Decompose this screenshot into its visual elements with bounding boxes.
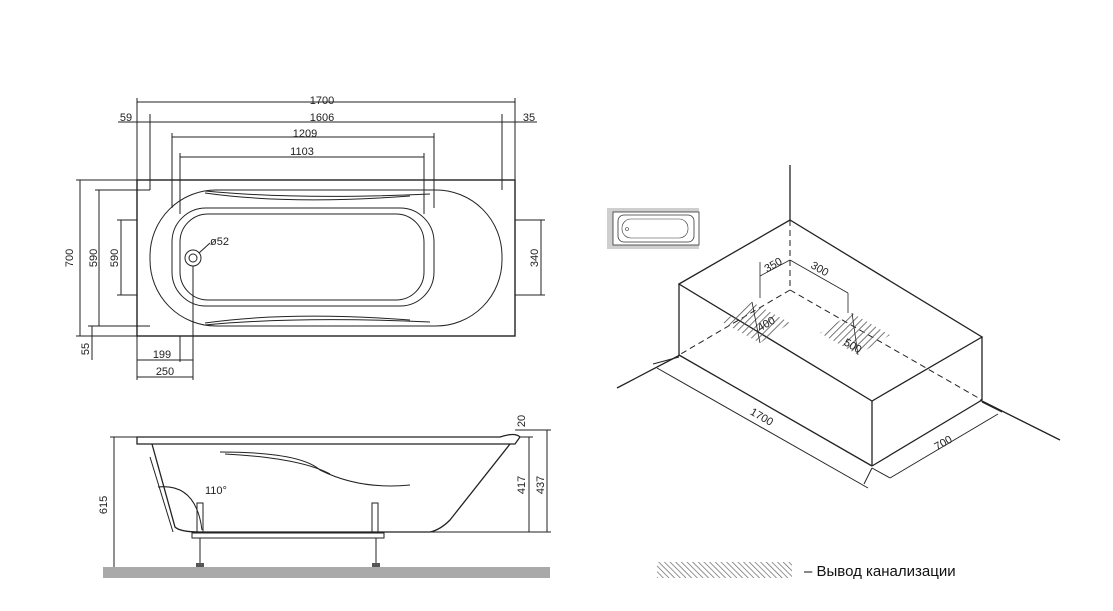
top-view bbox=[76, 98, 545, 380]
tub-side-curve-2 bbox=[224, 453, 331, 475]
leg-back bbox=[371, 502, 379, 533]
leg-front bbox=[196, 502, 204, 533]
dim-bottom-offset: 55 bbox=[80, 343, 92, 355]
legend: – Вывод канализации bbox=[657, 562, 956, 580]
thumbnail-tub bbox=[617, 214, 695, 243]
legend-hatch-swatch bbox=[657, 562, 792, 578]
dim-iso-length: 1700 bbox=[748, 406, 775, 429]
tub-body-side bbox=[151, 443, 511, 533]
box-top bbox=[677, 219, 984, 402]
dim-width-590-outer: 590 bbox=[88, 249, 100, 267]
side-view-labels: 615 20 417 437 110° bbox=[98, 415, 547, 514]
dim-backrest-angle: 110° bbox=[205, 485, 227, 497]
isometric-labels: 1700 700 350 300 400 500 bbox=[748, 256, 955, 454]
dim-drain-diameter: ø52 bbox=[210, 236, 229, 248]
tub-outline-top bbox=[136, 179, 516, 337]
tub-side-curve bbox=[219, 451, 411, 487]
drain-circle-outer bbox=[184, 249, 202, 267]
grip-curve-top bbox=[204, 190, 431, 197]
dim-total-length: 1700 bbox=[310, 95, 334, 107]
tub-bowl-outline bbox=[149, 189, 503, 327]
tub-rim-side bbox=[136, 433, 521, 445]
dim-inner-length: 1606 bbox=[310, 112, 334, 124]
side-view bbox=[103, 429, 551, 578]
dim-total-width: 700 bbox=[64, 249, 76, 267]
placement-thumbnail bbox=[607, 208, 700, 249]
dim-total-height: 615 bbox=[98, 496, 110, 514]
isometric-view bbox=[616, 165, 1061, 489]
dim-width-590-inner: 590 bbox=[109, 249, 121, 267]
grip-curve-top-2 bbox=[204, 192, 411, 201]
dim-bottom-length: 1103 bbox=[290, 146, 314, 158]
dim-right-width: 340 bbox=[529, 249, 541, 267]
grip-curve-bottom-2 bbox=[204, 315, 411, 324]
dim-iso-offset-b: 300 bbox=[809, 260, 831, 280]
dim-depth-inner: 417 bbox=[516, 476, 528, 494]
dim-left-offset: 59 bbox=[120, 112, 132, 124]
dim-basin-length: 1209 bbox=[293, 128, 317, 140]
tub-floor-outline bbox=[179, 213, 425, 301]
legend-label: – Вывод канализации bbox=[804, 563, 956, 580]
dim-drain-x: 199 bbox=[153, 349, 171, 361]
grip-curve-bottom bbox=[204, 319, 431, 326]
dim-drain-x-outer: 250 bbox=[156, 366, 174, 378]
angle-arc bbox=[157, 486, 203, 531]
leg-frame bbox=[191, 532, 385, 539]
dim-iso-offset-a: 350 bbox=[763, 256, 785, 276]
top-view-labels: 1700 59 1606 35 1209 1103 700 590 590 34… bbox=[64, 95, 541, 378]
drain-circle-inner bbox=[188, 253, 198, 263]
tub-bottom-outline bbox=[171, 207, 435, 307]
dim-depth-total: 437 bbox=[535, 476, 547, 494]
floor bbox=[103, 567, 550, 578]
dim-iso-width: 700 bbox=[933, 434, 955, 454]
dim-rim-thickness: 20 bbox=[516, 415, 528, 427]
dim-right-offset: 35 bbox=[523, 112, 535, 124]
